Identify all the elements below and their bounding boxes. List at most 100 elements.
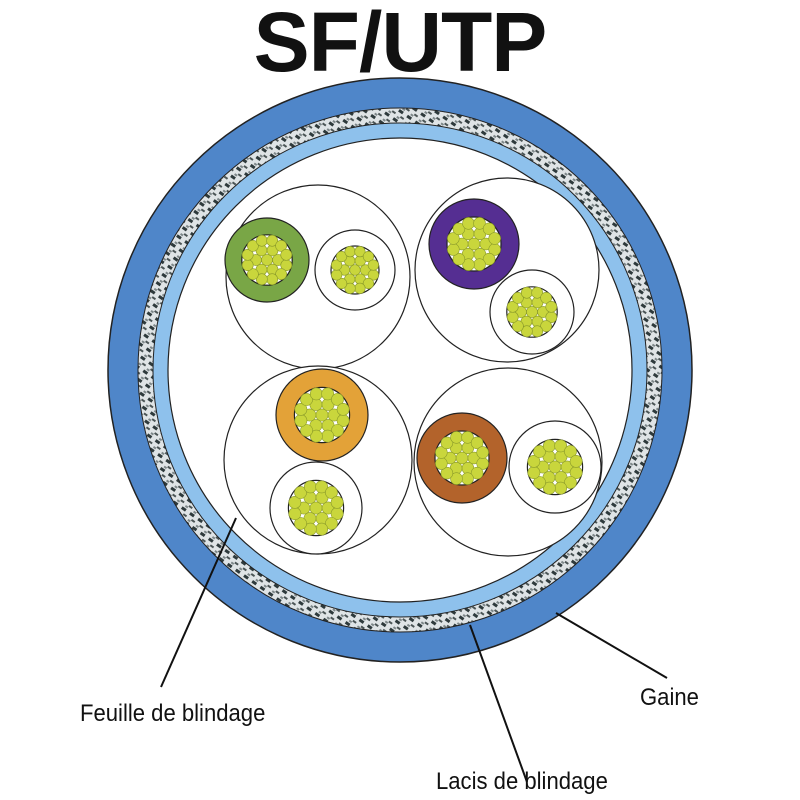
- violet-pair-colored-strand: [482, 222, 496, 236]
- violet-pair-white-strand: [506, 300, 519, 313]
- brown-pair-white-strand: [542, 481, 556, 495]
- diagram-title: SF/UTP: [253, 0, 548, 89]
- brown-pair-white-strand: [527, 466, 541, 480]
- orange-pair-white-strand: [288, 507, 302, 521]
- violet-pair-colored-strand: [473, 217, 486, 230]
- brown-pair-colored-strand: [450, 472, 463, 485]
- orange-pair-colored-strand: [336, 402, 350, 416]
- brown-pair-colored-strand: [470, 466, 484, 480]
- leader-braid-shield: [469, 624, 528, 783]
- violet-pair-colored-strand: [452, 252, 466, 266]
- green-pair-colored-strand: [255, 273, 268, 286]
- green-pair-colored-strand: [247, 240, 259, 252]
- orange-pair-white-strand: [309, 501, 323, 515]
- brown-pair-colored-strand: [461, 472, 474, 485]
- green-pair-white-strand: [349, 264, 361, 276]
- violet-pair-colored-strand: [482, 252, 496, 266]
- brown-pair-colored-strand: [476, 446, 489, 459]
- orange-pair-colored-strand: [294, 414, 308, 428]
- orange-pair-colored-strand: [331, 393, 344, 406]
- violet-pair-white-strand: [540, 292, 552, 304]
- brown-pair-white-strand: [548, 460, 562, 474]
- violet-pair-colored-strand: [462, 258, 475, 271]
- green-pair-white-strand: [344, 246, 356, 258]
- brown-pair-white-strand: [527, 454, 541, 468]
- orange-pair-colored-strand: [321, 387, 335, 401]
- orange-pair-white-strand: [325, 486, 338, 499]
- green-pair-white-strand: [354, 282, 366, 294]
- brown-pair-white-strand: [564, 476, 577, 489]
- green-pair-colored-strand: [266, 234, 279, 247]
- violet-pair-white-strand: [531, 325, 544, 338]
- green-pair-white-strand: [354, 246, 366, 258]
- brown-pair-white-strand: [533, 445, 546, 458]
- green-pair-white-strand: [331, 259, 343, 271]
- brown-pair-colored-strand: [455, 451, 469, 465]
- brown-pair-colored-strand: [470, 436, 484, 450]
- brown-pair-white-strand: [554, 439, 568, 453]
- orange-pair-white-strand: [294, 517, 307, 530]
- brown-pair-white-strand: [554, 481, 568, 495]
- green-pair-white-strand: [362, 250, 375, 263]
- orange-pair-colored-strand: [315, 408, 329, 422]
- violet-pair-colored-strand: [447, 243, 460, 256]
- brown-pair-colored-strand: [450, 431, 463, 444]
- orange-pair-colored-strand: [331, 424, 344, 437]
- leader-foil-shield: [160, 517, 237, 688]
- violet-pair-white-strand: [512, 320, 524, 332]
- leader-jacket: [555, 612, 668, 679]
- violet-pair-white-strand: [512, 292, 524, 304]
- brown-pair-colored-strand: [461, 431, 474, 444]
- green-pair-colored-strand: [247, 268, 259, 280]
- orange-pair-white-strand: [288, 495, 302, 509]
- violet-pair-colored-strand: [473, 258, 486, 271]
- violet-pair-white-strand: [540, 320, 552, 332]
- label-jacket: Gaine: [640, 684, 699, 711]
- violet-pair-colored-strand: [462, 217, 475, 230]
- green-pair-colored-strand: [261, 254, 273, 266]
- label-foil-shield: Feuille de blindage: [80, 700, 266, 727]
- green-pair-white-strand: [335, 277, 348, 290]
- green-pair-colored-strand: [275, 268, 287, 280]
- green-pair-colored-strand: [241, 259, 254, 272]
- orange-pair-colored-strand: [321, 429, 335, 443]
- orange-pair-white-strand: [315, 480, 329, 494]
- orange-pair-white-strand: [325, 517, 338, 530]
- brown-pair-colored-strand: [440, 466, 454, 480]
- label-braid-shield: Lacis de blindage: [436, 768, 608, 795]
- brown-pair-colored-strand: [435, 457, 448, 470]
- violet-pair-colored-strand: [447, 232, 460, 245]
- orange-pair-white-strand: [315, 522, 329, 536]
- violet-pair-colored-strand: [467, 237, 481, 251]
- violet-pair-colored-strand: [488, 232, 501, 245]
- brown-pair-white-strand: [569, 454, 583, 468]
- green-pair-colored-strand: [280, 248, 293, 261]
- brown-pair-white-strand: [564, 445, 577, 458]
- violet-pair-white-strand: [506, 311, 519, 324]
- violet-pair-white-strand: [531, 286, 544, 299]
- orange-pair-colored-strand: [300, 424, 313, 437]
- orange-pair-colored-strand: [309, 387, 323, 401]
- orange-pair-white-strand: [303, 480, 317, 494]
- violet-pair-white-strand: [520, 325, 533, 338]
- green-pair-colored-strand: [241, 248, 254, 261]
- violet-pair-colored-strand: [452, 222, 466, 236]
- orange-pair-white-strand: [294, 486, 307, 499]
- orange-pair-white-strand: [303, 522, 317, 536]
- green-pair-colored-strand: [275, 240, 287, 252]
- green-pair-colored-strand: [266, 273, 279, 286]
- violet-pair-white-strand: [526, 306, 538, 318]
- violet-pair-white-strand: [520, 286, 533, 299]
- green-pair-white-strand: [367, 259, 379, 271]
- brown-pair-white-strand: [542, 439, 556, 453]
- orange-pair-white-strand: [330, 495, 344, 509]
- green-pair-colored-strand: [255, 234, 268, 247]
- green-pair-white-strand: [362, 277, 375, 290]
- brown-pair-colored-strand: [440, 436, 454, 450]
- green-pair-white-strand: [331, 269, 343, 281]
- violet-pair-white-strand: [545, 300, 558, 313]
- orange-pair-colored-strand: [294, 402, 308, 416]
- brown-pair-colored-strand: [435, 446, 448, 459]
- brown-pair-white-strand: [533, 476, 546, 489]
